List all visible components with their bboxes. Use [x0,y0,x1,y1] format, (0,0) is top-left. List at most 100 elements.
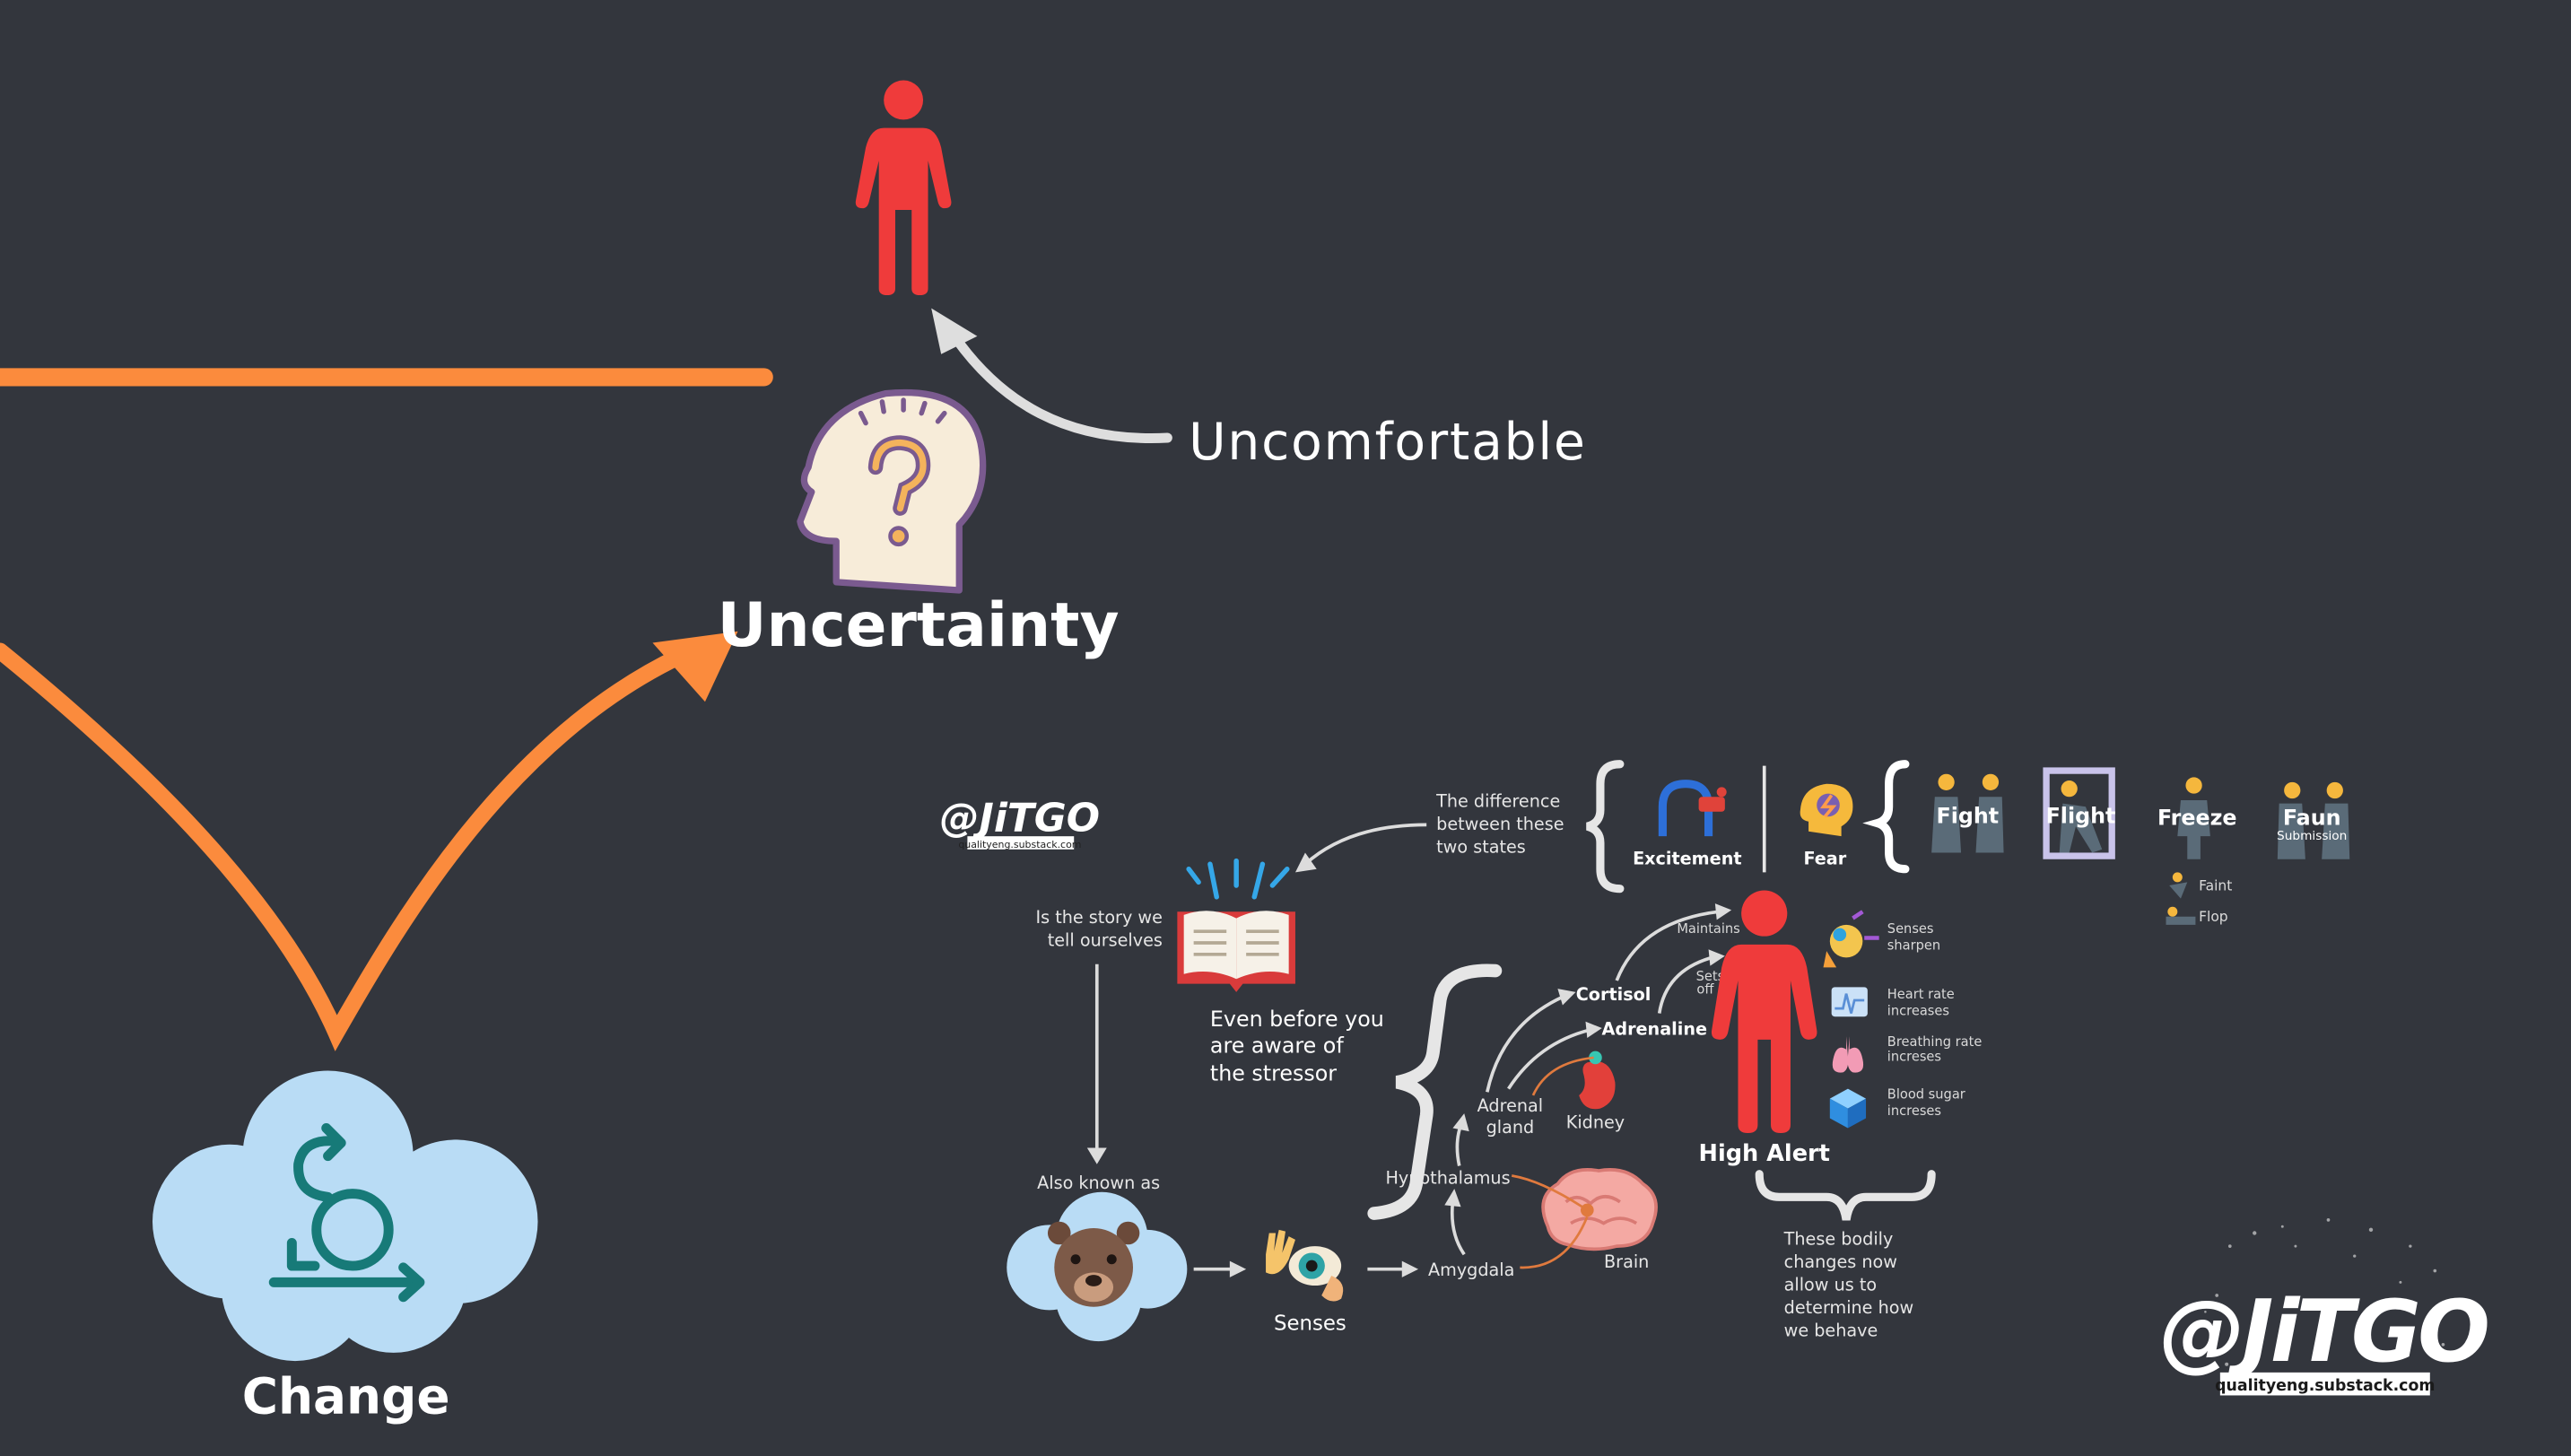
adrenal-line2: gland [1486,1117,1535,1138]
hypothalamus-adrenal-arrowhead [1452,1113,1469,1132]
difference-arrowhead [1294,852,1317,873]
flight-door-icon [2043,767,2115,859]
story-line2: tell ourselves [1048,930,1163,951]
svg-text:qualityeng.substack.com: qualityeng.substack.com [958,839,1081,850]
effect-3-line1: Blood sugar [1887,1087,1965,1103]
bodily-line5: we behave [1784,1321,1878,1341]
brain-icon [1541,1168,1658,1251]
adrenaline-sets-off-arrowhead [1708,949,1725,966]
fight-label: Fight [1937,804,2000,829]
effect-2-line1: Breathing rate [1887,1034,1983,1050]
flight-label: Flight [2046,804,2116,829]
jitgo-logo: @JiTGO qualityeng.substack.com [2160,1283,2491,1396]
hypothalamus-adrenal-arrow [1455,1124,1463,1166]
rollercoaster-icon [1658,780,1727,837]
adrenaline-sets-off-arrow [1657,955,1713,1014]
bodily-line2: changes now [1784,1251,1897,1272]
person-icon [855,80,952,296]
book-icon [1177,858,1295,992]
high-alert-brace [1755,1170,1936,1221]
bodily-line1: These bodily [1783,1228,1894,1249]
aware-brace [1367,963,1503,1220]
responses-brace [1862,760,1910,874]
hypothalamus-label: Hypothalamus [1385,1168,1510,1189]
maintains-label: Maintains [1677,921,1740,937]
orange-arrowhead [652,631,738,702]
difference-arrow [1303,823,1427,866]
cycle-arrow-icon [268,1123,425,1303]
fear-label: Fear [1803,848,1846,868]
bear-icon [1047,1221,1140,1307]
adrenal-adrenaline-arrow [1507,1028,1591,1090]
high-alert-person-icon [1711,890,1817,1134]
amygdala-label: Amygdala [1428,1260,1514,1280]
effect-0-line1: Senses [1887,921,1934,937]
aware-line2: are aware of [1210,1033,1344,1058]
effect-3-line2: increses [1887,1103,1941,1119]
adrenal-adrenaline-arrowhead [1585,1021,1602,1038]
effect-2-line2: increses [1887,1050,1941,1065]
sets-off-line1: Sets [1696,969,1725,984]
faun-sub-label: Submission [2277,829,2347,843]
cortisol-maintains-arrow [1615,910,1719,981]
freeze-icon [2177,777,2210,859]
excitement-label: Excitement [1633,848,1741,868]
also-known-as: Also known as [1037,1173,1160,1193]
amygdala-hypothalamus-arrow [1451,1201,1466,1256]
effect-0-line2: sharpen [1887,937,1940,953]
aware-line1: Even before you [1210,1007,1384,1032]
brain-amygdala-line [1520,1216,1589,1269]
uncomfortable-arrowhead [931,308,978,354]
states-brace [1585,760,1625,894]
uncomfortable-label: Uncomfortable [1189,413,1587,472]
faint-icon [2169,872,2188,899]
flop-icon [2166,906,2196,925]
effect-1-line2: increases [1887,1003,1949,1018]
senses-amygdala-arrowhead [1401,1260,1419,1277]
high-alert-label: High Alert [1699,1140,1830,1167]
freeze-label: Freeze [2157,805,2237,830]
bodily-line4: determine how [1784,1297,1914,1318]
kidney-icon [1579,1051,1616,1110]
uncomfortable-arrow [949,331,1172,443]
bear-senses-arrowhead [1229,1260,1247,1277]
amygdala-hypothalamus-arrowhead [1444,1189,1461,1208]
difference-line3: two states [1436,836,1526,857]
flop-label: Flop [2199,909,2228,925]
senses-icon [1266,1229,1344,1302]
cortisol-label: Cortisol [1576,984,1652,1005]
adrenal-line1: Adrenal [1477,1095,1544,1116]
fear-head-icon [1800,783,1853,837]
story-down-arrowhead [1086,1147,1107,1164]
bodily-line3: allow us to [1784,1274,1877,1295]
brain-label: Brain [1604,1251,1649,1272]
orange-v-curve [0,642,689,1051]
story-line1: Is the story we [1035,907,1162,928]
difference-line2: between these [1436,814,1564,834]
small-logo: @JiTGO qualityeng.substack.com [940,796,1100,850]
sets-off-line2: off [1696,982,1714,998]
svg-text:@JiTGO: @JiTGO [2160,1283,2488,1382]
head-question-icon [797,388,987,594]
change-cloud [152,1070,538,1362]
difference-line1: The difference [1435,790,1560,811]
svg-text:qualityeng.substack.com: qualityeng.substack.com [2215,1377,2435,1395]
sugar-cube-icon [1829,1088,1867,1129]
kidney-adrenal-line [1531,1056,1594,1096]
brain-hypothalamus-line [1512,1174,1583,1208]
svg-text:@JiTGO: @JiTGO [940,796,1100,841]
fight-icon [1931,773,2004,853]
faint-label: Faint [2199,877,2232,894]
cortisol-maintains-arrowhead [1714,903,1732,920]
heart-rate-icon [1831,987,1868,1017]
adrenal-cortisol-arrowhead [1557,989,1576,1006]
adrenaline-label: Adrenaline [1602,1018,1708,1039]
aware-line3: the stressor [1210,1061,1337,1086]
uncertainty-label: Uncertainty [718,589,1120,660]
kidney-label: Kidney [1566,1112,1625,1133]
faun-label: Faun [2283,805,2341,830]
faun-icon [2277,781,2350,859]
lungs-icon [1832,1036,1864,1073]
senses-label: Senses [1274,1312,1347,1335]
